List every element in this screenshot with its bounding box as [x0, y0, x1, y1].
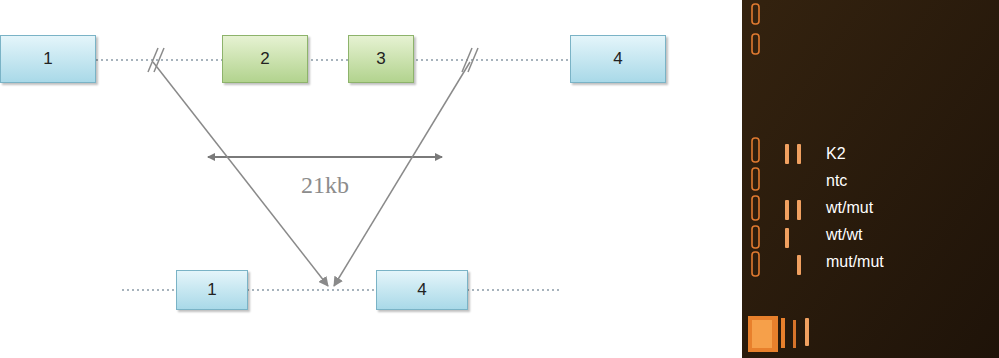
- gel-photo: [742, 0, 999, 358]
- lane-label: mut/mut: [826, 253, 884, 271]
- break-mark: [462, 48, 472, 72]
- exon-number: 3: [376, 49, 385, 69]
- lane-label: K2: [826, 145, 846, 163]
- break-mark: [468, 48, 478, 72]
- exon-box: 2: [222, 35, 308, 83]
- intron-line: [96, 59, 570, 61]
- exon-number: 4: [417, 280, 426, 300]
- exon-box: 1: [176, 270, 248, 310]
- exon-box: 1: [0, 35, 96, 83]
- lane-label: wt/mut: [826, 199, 873, 217]
- exon-box: 4: [570, 35, 666, 83]
- exon-number: 1: [207, 280, 216, 300]
- break-mark: [154, 48, 164, 72]
- lane-label: ntc: [826, 172, 847, 190]
- junction-line: [334, 62, 470, 286]
- lane-label: wt/wt: [826, 226, 862, 244]
- exon-number: 2: [260, 49, 269, 69]
- exon-number: 4: [613, 49, 622, 69]
- break-mark: [148, 48, 158, 72]
- exon-number: 1: [43, 49, 52, 69]
- exon-box: 4: [376, 270, 468, 310]
- size-label: 21kb: [301, 172, 349, 199]
- size-arrow: [208, 156, 442, 158]
- exon-box: 3: [348, 35, 414, 83]
